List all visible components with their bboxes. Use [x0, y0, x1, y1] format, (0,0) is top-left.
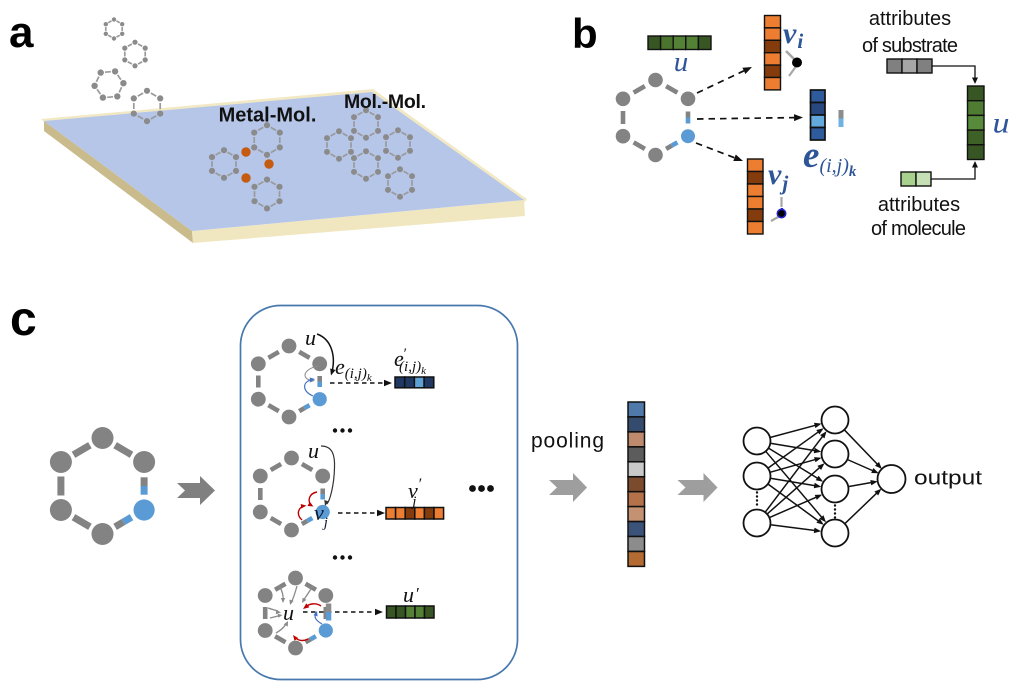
svg-text:Mol.-Mol.: Mol.-Mol.	[344, 91, 426, 113]
svg-text:u: u	[993, 107, 1010, 140]
svg-text:b: b	[572, 10, 598, 57]
svg-text:u: u	[305, 325, 316, 350]
svg-text:attributes: attributes	[869, 8, 951, 30]
svg-text:of molecule: of molecule	[871, 218, 966, 240]
svg-text:Metal-Mol.: Metal-Mol.	[219, 105, 317, 127]
svg-text:a: a	[9, 8, 34, 57]
svg-text:attributes: attributes	[878, 194, 960, 216]
svg-text:u: u	[283, 600, 294, 625]
svg-text:c: c	[10, 293, 37, 346]
svg-text:pooling: pooling	[531, 430, 604, 453]
svg-text:u′: u′	[403, 582, 419, 607]
svg-text:of substrate: of substrate	[862, 35, 958, 57]
svg-text:u: u	[674, 46, 689, 78]
svg-text:output: output	[914, 467, 982, 490]
svg-text:u: u	[308, 438, 319, 463]
